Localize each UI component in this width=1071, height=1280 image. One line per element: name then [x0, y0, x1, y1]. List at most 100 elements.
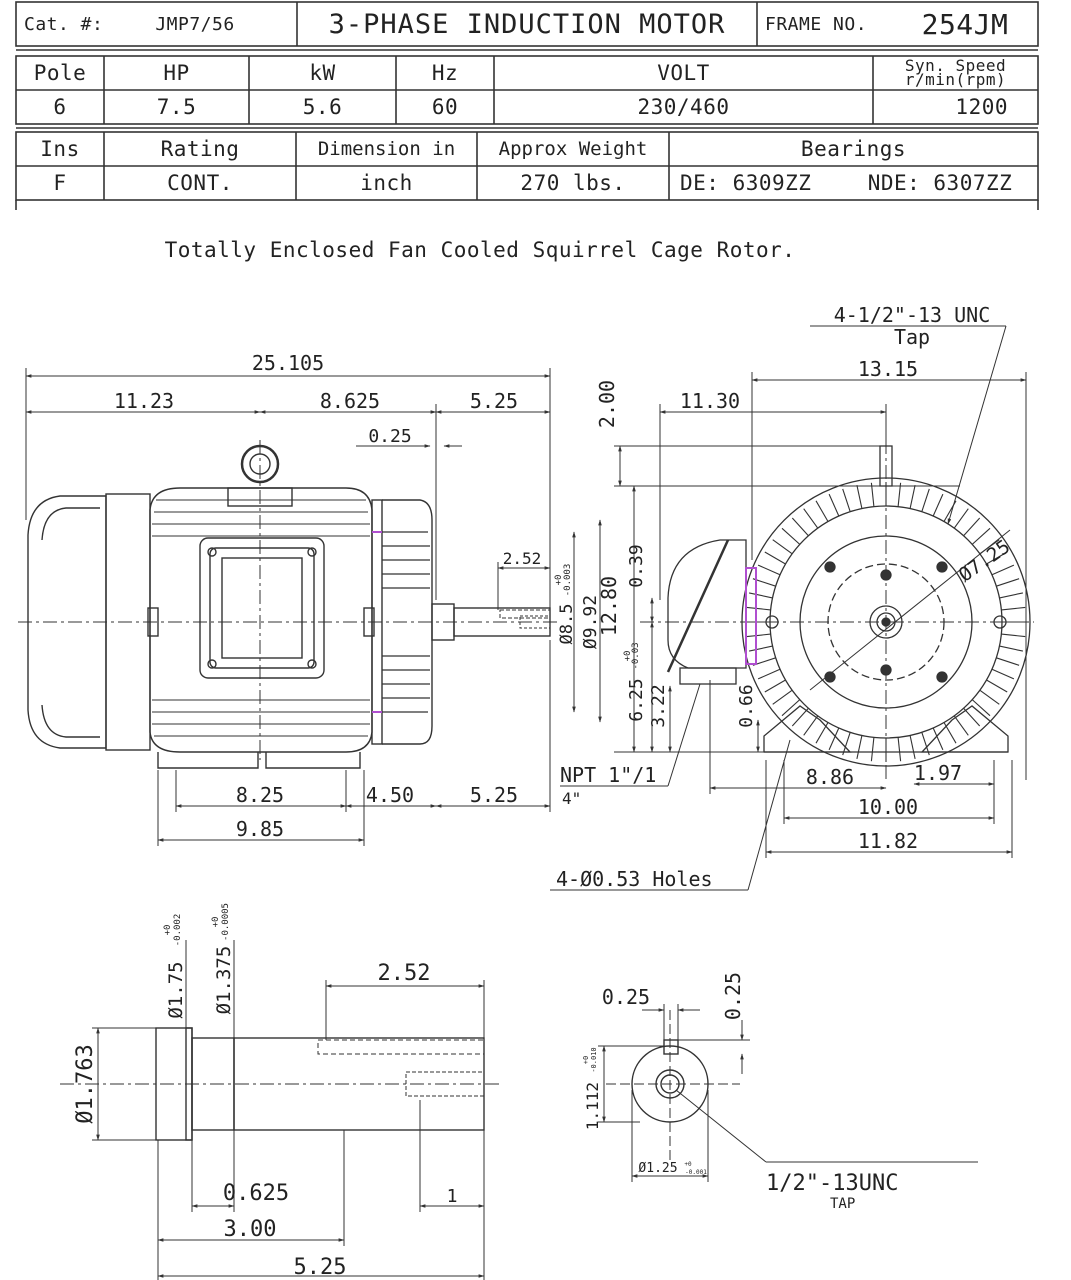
dim-shaft-ext-bottom: 5.25: [470, 783, 518, 807]
td-bearing-de: DE: 6309ZZ: [680, 171, 812, 195]
cooling-fin: [748, 592, 773, 599]
cooling-fin: [996, 578, 1020, 587]
dim-bolt-circle: Ø7.25: [955, 536, 1014, 587]
th-weight: Approx Weight: [498, 138, 648, 160]
dim-width-top: 13.15: [858, 357, 918, 381]
td-weight: 270 lbs.: [520, 171, 626, 195]
cooling-fin: [828, 727, 840, 751]
cooling-fin: [757, 564, 781, 576]
side-view-dims: [25, 368, 602, 846]
tap-callout-line1: 4-1/2"-13 UNC: [834, 303, 991, 327]
cooling-fin: [791, 517, 809, 537]
cooling-fin: [757, 668, 781, 680]
cooling-fin: [791, 707, 809, 727]
dim-shaft-ext: 5.25: [470, 389, 518, 413]
header-table-lines: [15, 1, 1039, 210]
cooling-fin: [803, 508, 819, 529]
cooling-fin: [953, 715, 969, 736]
tap-callout-line2: Tap: [894, 325, 930, 349]
dim-key-len: 2.52: [378, 961, 431, 986]
cooling-fin: [772, 539, 793, 555]
frame-label: FRAME NO.: [765, 13, 868, 35]
dim-shoulder-dia: Ø1.75: [165, 961, 187, 1018]
th-syn-speed: Syn. Speed r/min(rpm): [904, 56, 1007, 89]
cooling-fin: [999, 645, 1024, 652]
dim-section-height-tol-top: +0: [582, 1056, 590, 1064]
cooling-fin: [932, 727, 944, 751]
td-dimension: inch: [360, 171, 413, 195]
dim-section-dia: Ø1.25: [638, 1161, 677, 1176]
dim-shaft-tol-top-detail: +0: [211, 917, 221, 928]
dim-section-height-tol-bot: -0.010: [590, 1047, 598, 1072]
dim-hole-depth: 1: [447, 1186, 458, 1207]
shaft-detail-labels: Ø1.763 Ø1.75 +0 -0.002 Ø1.375 +0 -0.0005…: [73, 903, 457, 1280]
dim-shaft-dia-detail: Ø1.375: [213, 946, 235, 1015]
cooling-fin: [909, 735, 916, 760]
frame-value: 254JM: [921, 7, 1009, 41]
dim-foot-span: 8.25: [236, 783, 284, 807]
dim-total: 5.25: [294, 1255, 347, 1280]
cooling-fin: [921, 488, 930, 512]
th-kw: kW: [309, 61, 336, 85]
end-view-dims: [550, 325, 1027, 891]
cooling-fin: [870, 482, 875, 507]
cooling-fin: [963, 517, 981, 537]
dim-section-dia-tol-bot: -0.001: [685, 1169, 707, 1176]
dim-foot-overall: 9.85: [236, 817, 284, 841]
cooling-fin: [856, 484, 863, 509]
dim-box-off: 0.39: [626, 544, 647, 587]
dim-foot-d: 11.82: [858, 829, 918, 853]
cooling-fin: [815, 500, 829, 522]
dim-conduit: 11.30: [680, 389, 740, 413]
shaft-section-dims: [598, 1004, 978, 1182]
cooling-fin: [953, 508, 969, 529]
dim-shaft-tol-bot: -0.003: [563, 564, 573, 597]
dim-foot-th: 0.66: [736, 684, 757, 727]
cooling-fin: [781, 527, 801, 545]
cooling-fin: [764, 551, 786, 565]
th-hz: Hz: [431, 61, 459, 85]
cooling-fin: [1001, 633, 1026, 638]
cooling-fin: [781, 699, 801, 717]
technical-drawing: 25.105 11.23 8.625 5.25 0.25 2.52 Ø8.5 +…: [18, 303, 1034, 1280]
dim-keyway: 2.52: [503, 549, 542, 568]
cooling-fin: [842, 732, 851, 756]
shaft-detail: [60, 1027, 500, 1141]
td-ins: F: [53, 171, 67, 195]
cooling-fin: [971, 699, 991, 717]
dim-flange: 0.25: [368, 426, 411, 447]
td-kw: 5.6: [302, 95, 343, 119]
dim-section-dia-tol-top: +0: [684, 1161, 692, 1168]
end-view-labels: 4-1/2"-13 UNC Tap 13.15 11.30 2.00 12.80…: [556, 303, 1014, 891]
shaft-section-labels: 0.25 0.25 1.112 +0 -0.010 Ø1.25 +0 -0.00…: [582, 972, 898, 1212]
dim-foot-b: 1.97: [914, 761, 962, 785]
cooling-fin: [999, 592, 1024, 599]
cooling-fin: [828, 493, 840, 517]
td-hp: 7.5: [156, 95, 197, 119]
dim-middle: 8.625: [320, 389, 380, 413]
dim-shoulder-w: 0.625: [223, 1181, 289, 1206]
dim-shaft-tol-top: +0: [554, 575, 564, 586]
holes-callout: 4-Ø0.53 Holes: [556, 867, 713, 891]
dim-pilot: Ø9.92: [580, 595, 601, 649]
page-title: 3-PHASE INDUCTION MOTOR: [328, 8, 726, 40]
npt-line2: 4": [562, 789, 581, 808]
td-pole: 6: [53, 95, 67, 119]
th-pole: Pole: [33, 61, 87, 85]
dim-foot-a: 8.86: [806, 765, 854, 789]
cooling-fin: [842, 488, 851, 512]
cooling-fin: [991, 668, 1015, 680]
section-tap-line2: TAP: [830, 1196, 855, 1212]
th-volt: VOLT: [657, 61, 710, 85]
dim-shaft-tol-bot-detail: -0.0005: [221, 903, 231, 941]
td-volt: 230/460: [637, 95, 730, 119]
th-rating: Rating: [160, 137, 240, 161]
th-hp: HP: [163, 61, 190, 85]
dim-foot-h: 3.22: [648, 684, 669, 727]
cat-label: Cat. #:: [24, 13, 104, 35]
dim-key-w: 0.25: [602, 985, 650, 1009]
cooling-fin: [856, 735, 863, 760]
dim-foot-c: 10.00: [858, 795, 918, 819]
cooling-fin: [971, 527, 991, 545]
th-ins: Ins: [40, 137, 80, 161]
